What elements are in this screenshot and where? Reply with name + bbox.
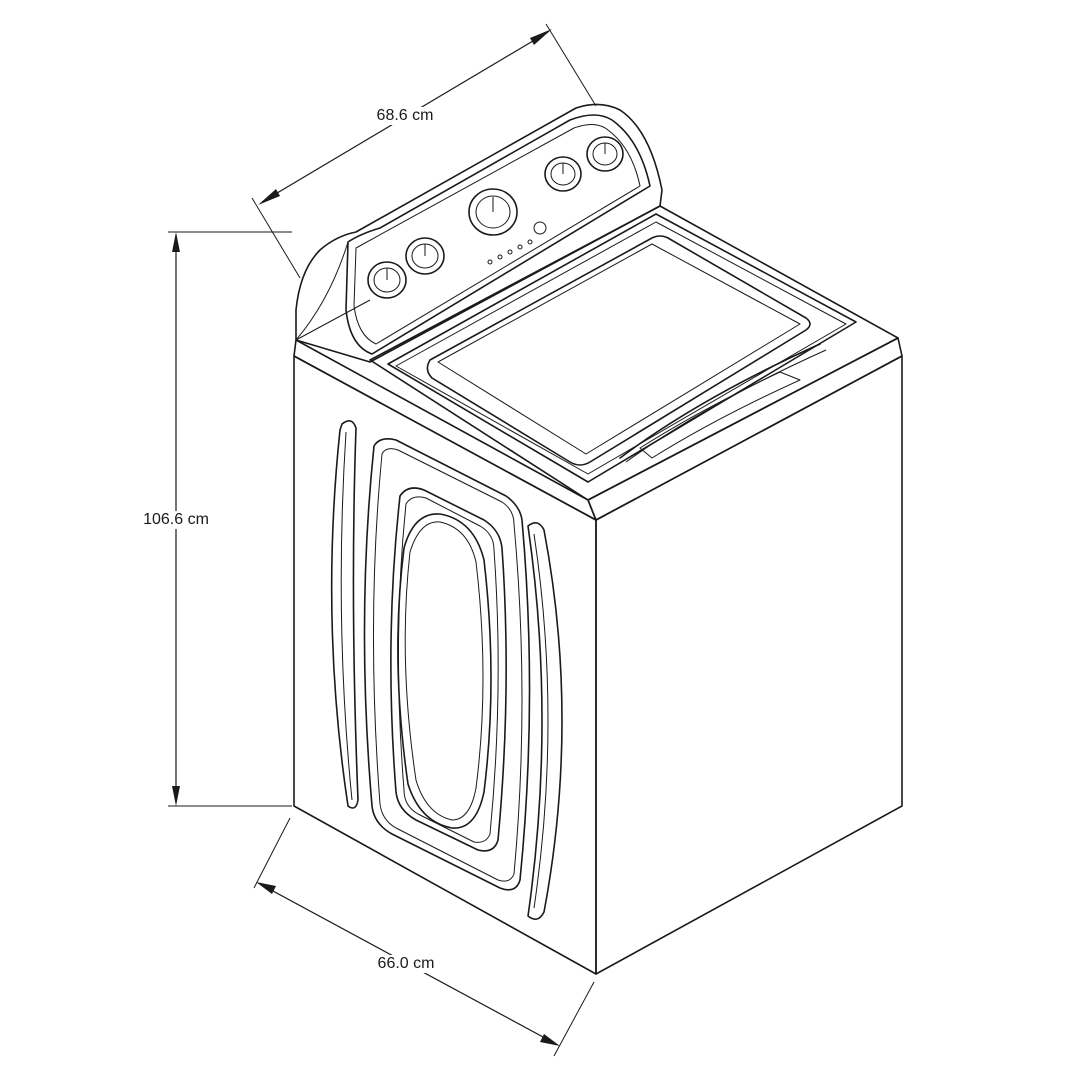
front-left-groove bbox=[330, 420, 359, 809]
washer-body bbox=[293, 299, 903, 975]
height-dimension-label: 106.6 cm bbox=[139, 511, 213, 529]
knob-4-icon bbox=[544, 156, 582, 192]
depth-dimension-label: 66.0 cm bbox=[373, 955, 439, 973]
front-center-panel bbox=[363, 438, 531, 891]
status-lights bbox=[487, 239, 533, 265]
indicator-light bbox=[533, 221, 547, 235]
front-right-groove bbox=[527, 522, 563, 920]
knob-1-icon bbox=[367, 261, 407, 299]
knob-3-icon bbox=[468, 188, 518, 236]
front-inner-oval bbox=[390, 487, 507, 852]
width-dimension-label: 68.6 cm bbox=[372, 107, 438, 125]
dimension-depth-line bbox=[253, 817, 595, 1057]
washer-top-surface bbox=[369, 205, 899, 501]
knob-2-icon bbox=[405, 237, 445, 275]
knob-5-icon bbox=[586, 136, 624, 172]
control-console bbox=[295, 103, 663, 363]
